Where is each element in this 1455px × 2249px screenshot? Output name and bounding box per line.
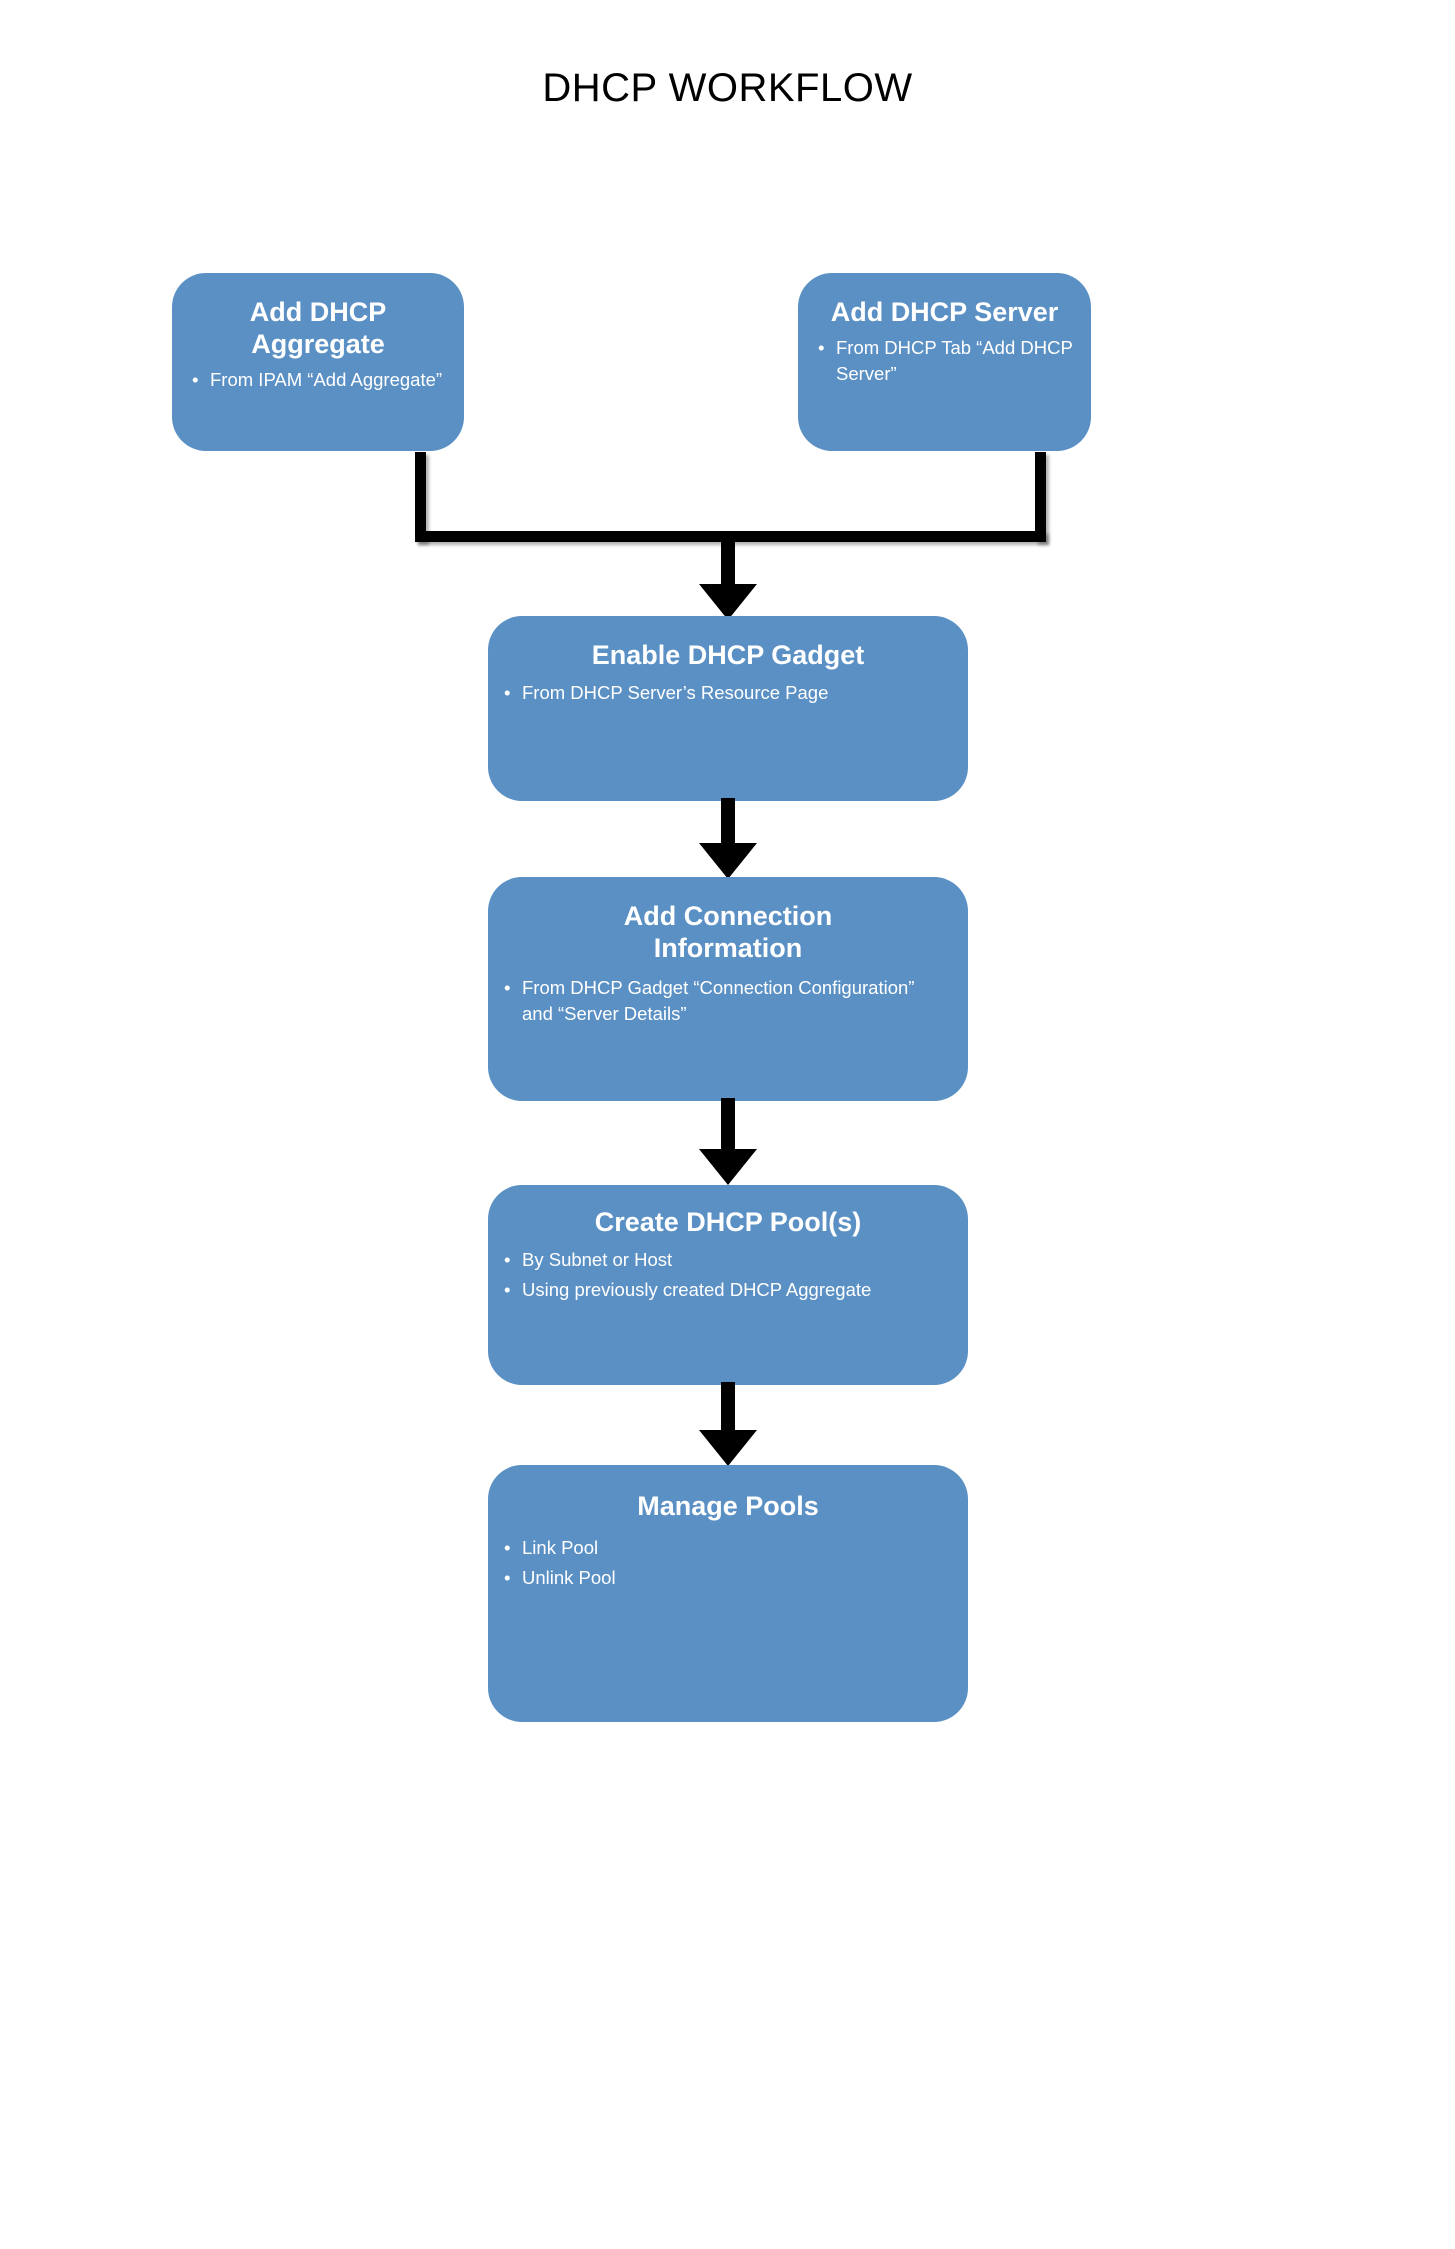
node-title: Add Connection Information [623,901,833,963]
process-node-manage-pools[interactable]: Manage Pools • Link Pool • Unlink Pool [488,1465,968,1722]
node-title: Create DHCP Pool(s) [594,1207,862,1237]
arrow-down-icon-merge-to-enable-gadget [699,540,757,620]
bullet-text: By Subnet or Host [522,1248,673,1270]
bullet-icon: • [504,1248,511,1270]
bullet-icon: • [818,336,825,358]
page-title: DHCP WORKFLOW [542,66,913,110]
bullet-icon: • [192,368,199,390]
process-node-add-dhcp-server[interactable]: Add DHCP Server • From DHCP Tab “Add DHC… [798,273,1091,451]
node-bullet-list: • From DHCP Server’s Resource Page [488,678,968,708]
bullet-text: From DHCP Gadget “Connection Configurati… [522,976,915,1024]
arrow-stem [721,540,735,585]
bullet-icon: • [504,1536,511,1558]
arrow-stem [721,1098,735,1150]
bullet-icon: • [504,681,511,703]
connector-stub-right [1035,452,1046,542]
node-bullet-list: • From DHCP Tab “Add DHCP Server” [798,333,1091,390]
node-bullet-list: • From DHCP Gadget “Connection Configura… [488,973,968,1030]
bullet-text: Link Pool [522,1536,599,1558]
process-node-create-dhcp-pools[interactable]: Create DHCP Pool(s) • By Subnet or Host … [488,1185,968,1385]
arrow-head [699,1430,757,1466]
bullet-text: From DHCP Tab “Add DHCP Server” [836,336,1073,385]
arrow-head [699,843,757,879]
arrow-down-icon-create-pools-to-manage-pools [699,1382,757,1468]
node-title: Add DHCP Aggregate [249,297,387,359]
list-item: • Using previously created DHCP Aggregat… [488,1275,968,1305]
bullet-icon: • [504,1567,511,1589]
connector-stub-left [415,452,426,542]
list-item: • From DHCP Gadget “Connection Configura… [488,973,968,1030]
node-title: Manage Pools [637,1491,819,1521]
list-item: • From DHCP Server’s Resource Page [488,678,968,708]
node-bullet-list: • Link Pool • Unlink Pool [488,1533,968,1594]
list-item: • From IPAM “Add Aggregate” [172,365,464,395]
process-node-enable-dhcp-gadget[interactable]: Enable DHCP Gadget • From DHCP Server’s … [488,616,968,801]
bullet-text: Using previously created DHCP Aggregate [522,1279,872,1301]
arrow-down-icon-gadget-to-connection [699,798,757,880]
bullet-icon: • [504,1279,511,1301]
node-title: Add DHCP Server [830,297,1059,327]
list-item: • Link Pool [488,1533,968,1563]
process-node-add-connection-information[interactable]: Add Connection Information • From DHCP G… [488,877,968,1101]
bullet-text: From IPAM “Add Aggregate” [210,368,443,390]
arrow-down-icon-connection-to-create-pools [699,1098,757,1188]
bullet-text: From DHCP Server’s Resource Page [522,681,829,703]
node-bullet-list: • From IPAM “Add Aggregate” [172,365,464,395]
node-bullet-list: • By Subnet or Host • Using previously c… [488,1245,968,1306]
list-item: • From DHCP Tab “Add DHCP Server” [798,333,1091,390]
connector-horizontal-bar [415,531,1046,542]
arrow-head [699,584,757,620]
list-item: • By Subnet or Host [488,1245,968,1275]
arrow-stem [721,798,735,844]
process-node-add-dhcp-aggregate[interactable]: Add DHCP Aggregate • From IPAM “Add Aggr… [172,273,464,451]
arrow-head [699,1149,757,1185]
node-title: Enable DHCP Gadget [591,640,865,670]
list-item: • Unlink Pool [488,1563,968,1593]
arrow-stem [721,1382,735,1431]
bullet-text: Unlink Pool [522,1567,616,1589]
bullet-icon: • [504,976,511,998]
